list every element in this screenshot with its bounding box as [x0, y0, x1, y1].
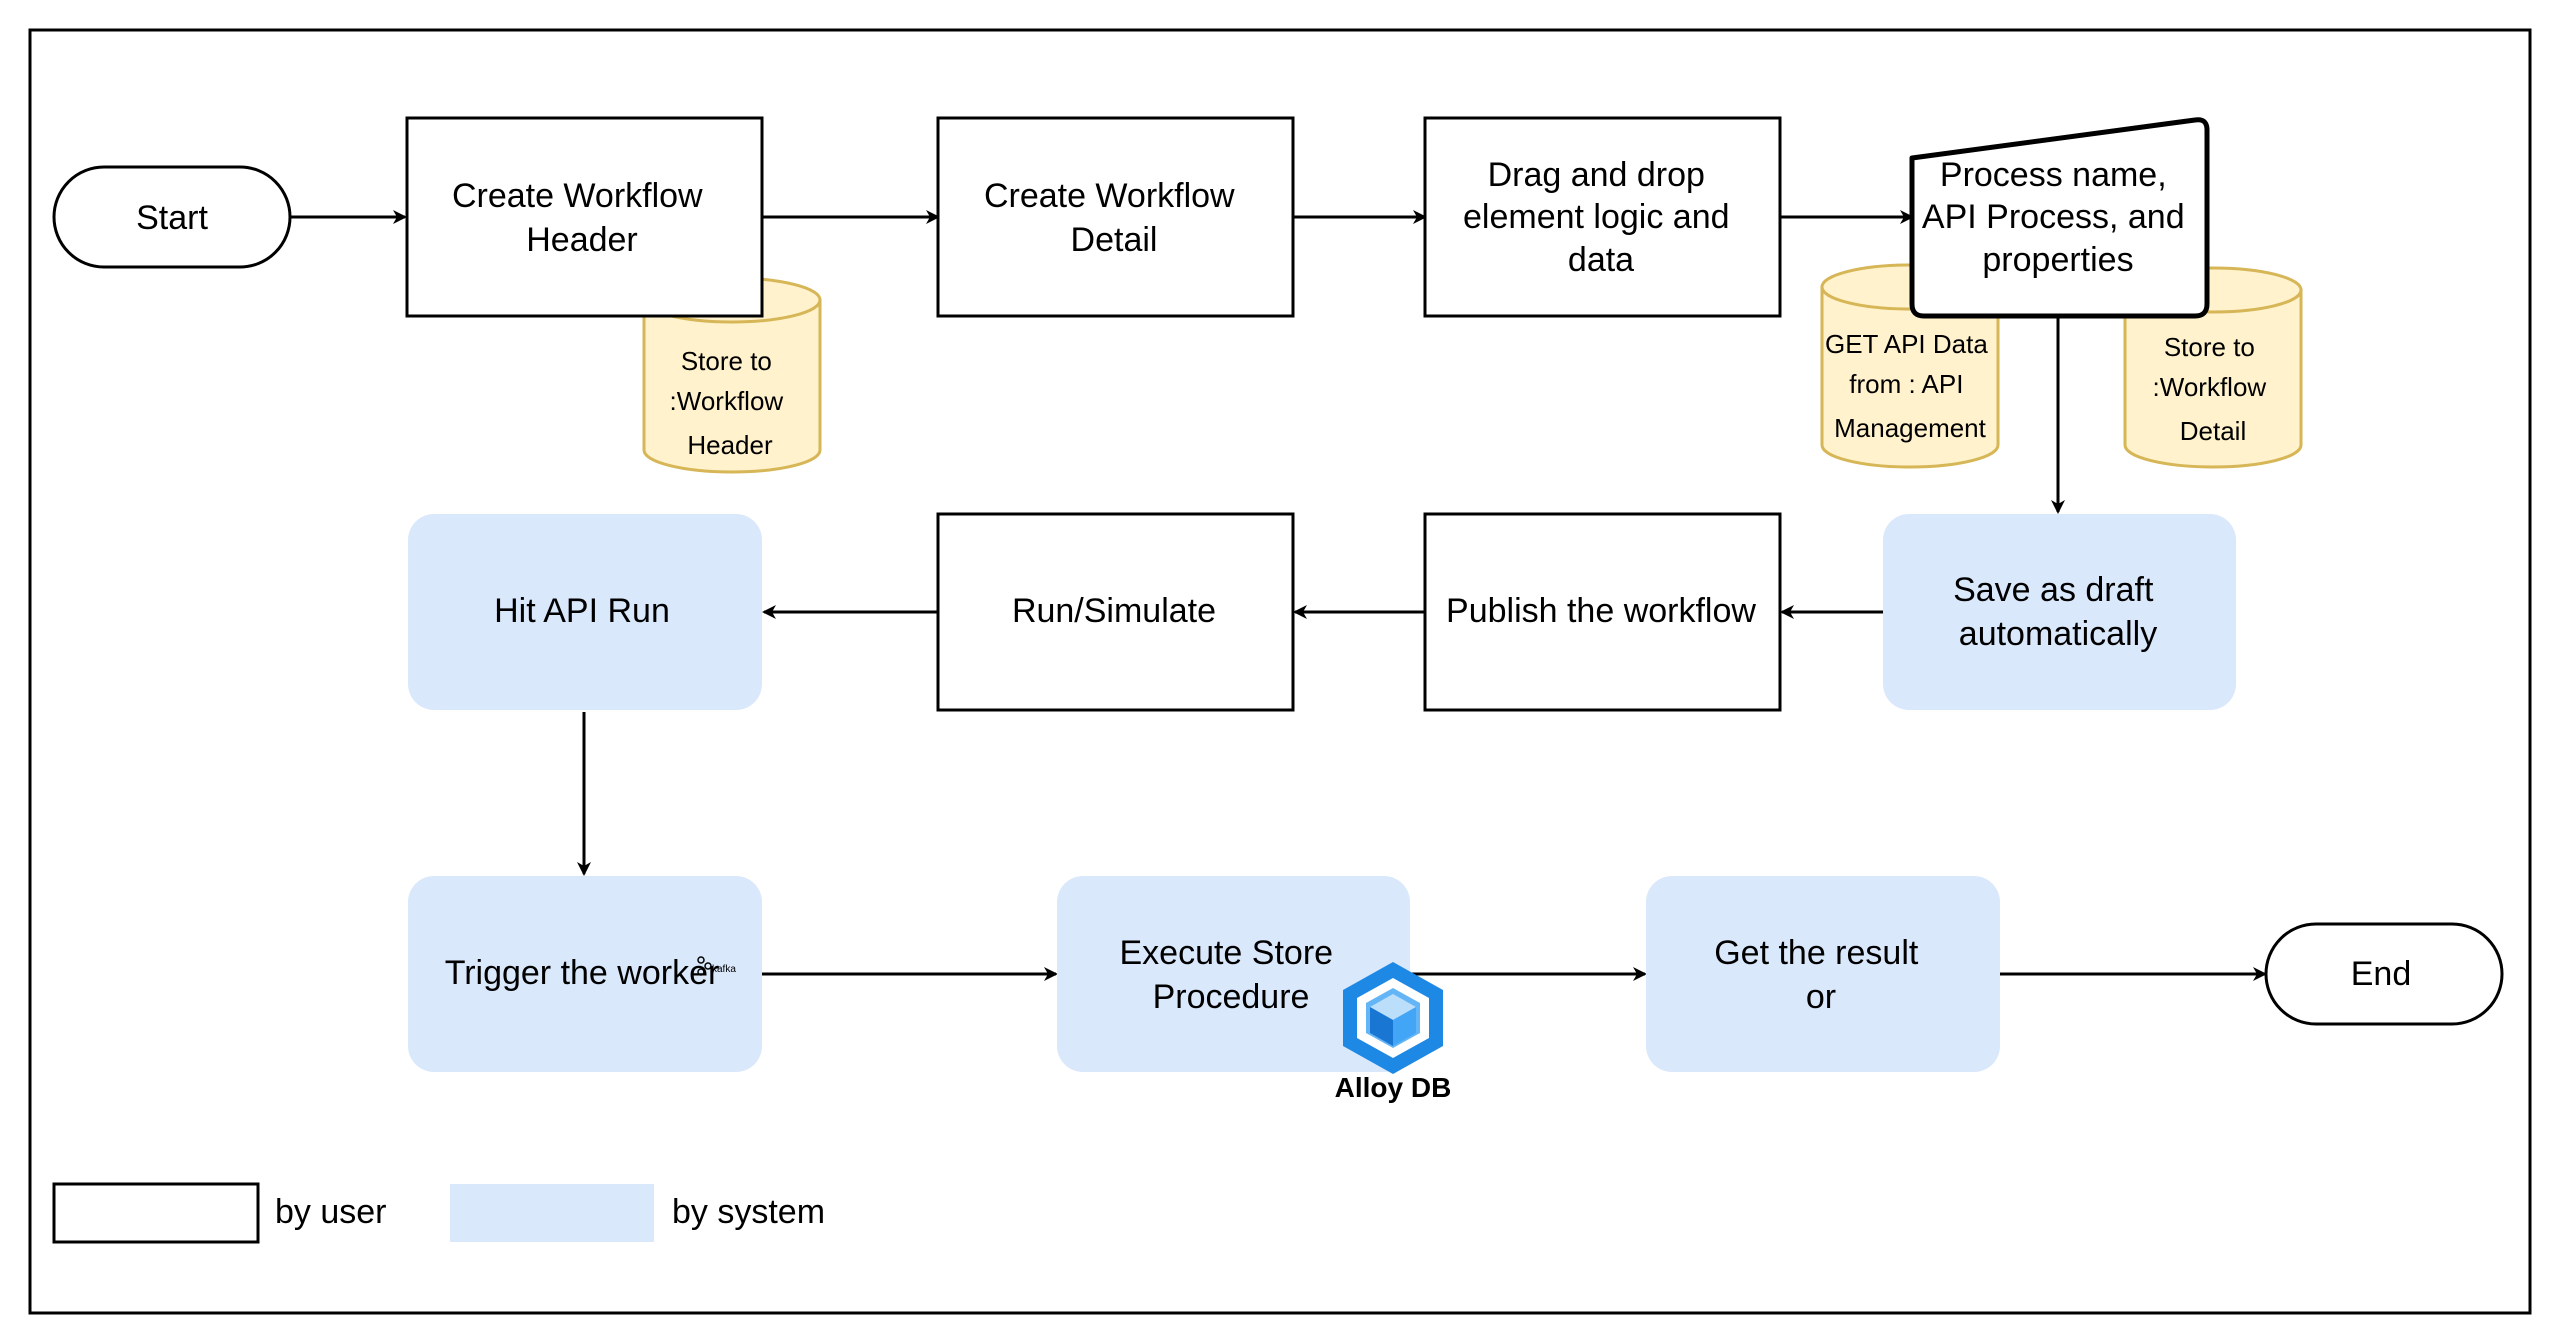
node-run-simulate-label: Run/Simulate [1012, 592, 1216, 630]
node-hit-api[interactable]: Hit API Run [408, 514, 762, 710]
node-save-draft-label: Save as draft automatically [1953, 571, 2163, 653]
node-hit-api-label: Hit API Run [494, 592, 670, 630]
node-start[interactable]: Start [52, 165, 292, 269]
legend-system-swatch [450, 1184, 654, 1242]
node-create-header-label: Create Workflow Header [452, 177, 712, 259]
edges [290, 210, 2267, 981]
node-get-result[interactable]: Get the result or [1646, 876, 2000, 1072]
node-publish[interactable]: Publish the workflow [1423, 512, 1782, 712]
db-api-data: GET API Data from : API Management [1820, 263, 2000, 469]
kafka-icon: kafka [697, 956, 736, 976]
legend-user-label: by user [275, 1193, 387, 1231]
node-save-draft[interactable]: Save as draft automatically [1883, 514, 2236, 710]
legend-system-label: by system [672, 1193, 825, 1231]
node-execute-sp[interactable]: Execute Store Procedure [1057, 876, 1410, 1072]
node-end[interactable]: End [2264, 922, 2504, 1026]
node-trigger-worker-label: Trigger the worker [445, 954, 720, 992]
db-workflow-header-label: Store to :Workflow Header [670, 346, 791, 460]
node-process-name[interactable]: Process name, API Process, and propertie… [1909, 117, 2210, 319]
node-drag-drop[interactable]: Drag and drop element logic and data [1423, 116, 1782, 318]
node-publish-label: Publish the workflow [1446, 592, 1756, 630]
node-create-detail[interactable]: Create Workflow Detail [936, 116, 1295, 318]
alloy-db-label: Alloy DB [1335, 1072, 1452, 1103]
db-api-data-label: GET API Data from : API Management [1825, 329, 1995, 443]
node-create-detail-label: Create Workflow Detail [984, 177, 1244, 259]
legend: by user by system [52, 1182, 825, 1244]
node-process-name-label: Process name, API Process, and propertie… [1922, 156, 2194, 279]
node-run-simulate[interactable]: Run/Simulate [936, 512, 1295, 712]
alloy-db-icon: Alloy DB [1335, 962, 1452, 1103]
legend-user-swatch [52, 1182, 260, 1244]
node-start-label: Start [136, 199, 208, 237]
db-workflow-detail-label: Store to :Workflow Detail [2153, 332, 2274, 446]
kafka-icon-label: kafka [712, 964, 736, 975]
node-execute-sp-label: Execute Store Procedure [1119, 934, 1342, 1016]
node-end-label: End [2351, 955, 2412, 993]
node-get-result-label: Get the result or [1714, 934, 1928, 1016]
node-drag-drop-label: Drag and drop element logic and data [1463, 156, 1739, 279]
node-trigger-worker[interactable]: Trigger the worker [408, 876, 762, 1072]
node-create-header[interactable]: Create Workflow Header [405, 116, 764, 318]
